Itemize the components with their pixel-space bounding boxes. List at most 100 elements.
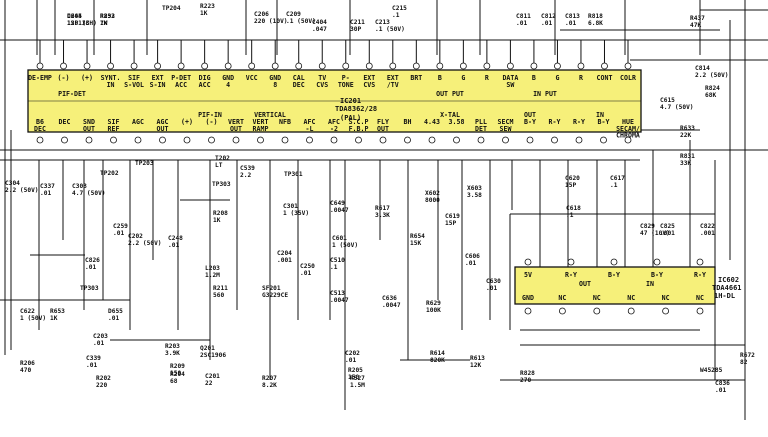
ic201-bottom-pin-17: 4.43 [424,118,440,126]
component-c606: C606.01 [465,253,480,267]
component-value: 150 [170,370,181,377]
component-value: 8.2K [262,382,277,389]
ic201-top-pin-4: SYNT.IN [101,74,121,89]
ic201-bottom-pin-marker [159,136,166,144]
component-value: 68K [705,92,716,99]
component-value: .0047 [330,297,349,304]
ic201-bottom-pin-marker [428,136,436,144]
ic602-bottom-pin-5: NC [662,294,670,302]
component-value: .001 [660,230,675,237]
ic201-bottom-group-label: IN [596,111,604,119]
ic201-bottom-pin-12: AFC-L [304,118,316,133]
ic201-bottom-pin-marker [36,136,44,144]
ic201-top-pin-marker [248,62,256,70]
component-ref: X602 [425,190,440,197]
component-ref: C601 [332,235,347,242]
component-ref: C812 [541,13,556,20]
component-ref: R824 [705,85,720,92]
component-ref: R633 [680,125,695,132]
component-c649: C649.0047 [330,200,349,214]
ic201-top-pin-marker [412,62,420,70]
ic602-bottom-pin-marker [627,307,635,315]
component-ref: C813 [565,13,580,20]
component-ref: C404 [312,19,327,26]
component-ref: TP303 [212,181,231,188]
ic602-group-label: IN [646,280,654,288]
ic602-bottom-pin-marker [696,307,704,315]
ic602-variant: 1H-DL [714,292,735,300]
component-value: .001 [700,230,715,237]
component-ref: R223 [200,3,215,10]
ic201-top-pin-2: (-) [58,74,70,82]
ic201-bottom-pin-marker [85,136,93,144]
component-c248: C248.01 [168,235,183,249]
component-ref: C636 [382,295,397,302]
ic201-bottom-pin-marker [281,136,289,144]
component-tp303: TP303 [80,285,99,292]
ic201-bottom-group-label: VERTICAL [254,111,286,119]
component-ref: W45285 [700,367,723,374]
ic201-top-pin-marker [295,62,303,70]
ic201-top-pin-20: R [485,74,489,82]
component-c825: C825.001 [660,223,675,237]
component-c339: C339.01 [86,355,101,369]
component-ref: R293 [100,13,115,20]
ic201-bottom-pin-7: (+) [181,118,193,126]
component-value: 7W [100,20,108,27]
component-ref: C630 [486,278,501,285]
component-value: 4.7 (50V) [660,104,694,111]
component-c826: C826.01 [85,257,100,271]
component-value: .01 [168,242,179,249]
component-ref: C204 [277,250,292,257]
component-value: .01 [541,20,552,27]
ic602-top-pin-3: B-Y [608,271,620,279]
ic602-bottom-pin-marker [524,307,532,315]
ic201-top-pin-marker [36,62,44,70]
ic201-bottom-pin-marker [355,136,362,144]
component-w45285: W45285 [700,367,723,374]
ic201-top-pin-marker [342,62,350,70]
ic602-bottom-pin-3: NC [593,294,601,302]
component-value: 33K [680,160,691,167]
component-value: LT [215,162,223,169]
ic201-top-pin-23: G [555,74,559,82]
component-ref: C825 [660,223,675,230]
component-value: .01 [300,270,311,277]
component-ref: C606 [465,253,480,260]
ic602-top-pin-4: B-Y [651,271,663,279]
ic602-top-pin-marker [696,258,704,266]
ic201-top-pin-marker [201,62,209,70]
wiring-layer [0,0,768,420]
component-ref: C339 [86,355,101,362]
ic201-bottom-pin-marker [600,136,607,144]
ic201-top-pin-3: (+) [81,74,93,82]
component-value: 82 [740,359,748,366]
component-ref: C303 [72,183,87,190]
component-c636: C636.0047 [382,295,401,309]
ic602-top-pin-marker [567,258,575,266]
component-c812: C812.01 [541,13,556,27]
component-value: .01 [565,20,576,27]
component-ref: R437 [690,15,705,22]
ic201-bottom-pin-5: AGC [132,118,144,126]
